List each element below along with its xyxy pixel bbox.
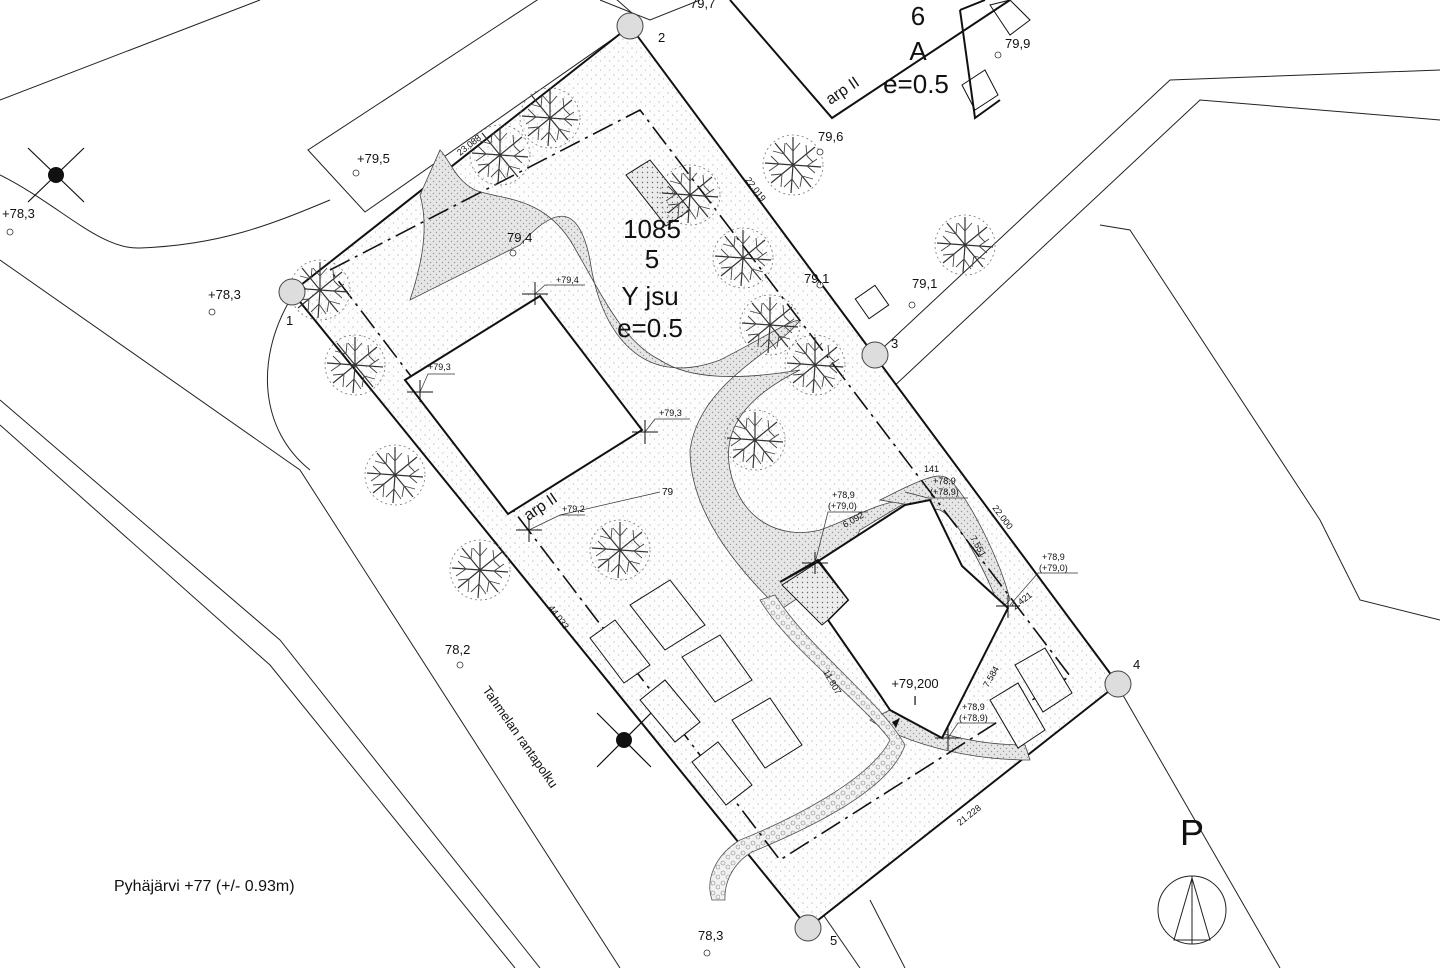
elev-label: 79,9: [1005, 36, 1030, 51]
elev-label: 79,4: [507, 230, 532, 245]
elev-label: (+78,9): [959, 713, 988, 723]
garden-beds: [589, 579, 1073, 806]
neighbor-building: [729, 0, 1031, 320]
elevation-points: [6, 51, 1002, 957]
elev-label: +79,4: [556, 275, 579, 285]
elev-label: +78,3: [208, 287, 241, 302]
plot-efficiency: e=0.5: [617, 313, 683, 343]
elev-label: +79,2: [562, 504, 585, 514]
elev-label: (+79,0): [1039, 563, 1068, 573]
plot-labels: 1085 5 Y jsu e=0.5 arp II: [521, 214, 683, 524]
corner-label-1: 1: [286, 313, 293, 328]
neighbor-building-label: arp II: [823, 74, 863, 108]
elevation-labels: +79,5 +78,3 +78,3 79,4 +79,4 +79,3 +79,3…: [2, 0, 1068, 943]
elev-label: +78,9: [1042, 552, 1065, 562]
corner-label-5: 5: [830, 933, 837, 948]
floor-level-sub: I: [913, 693, 917, 708]
cross-marker-2: [596, 712, 652, 768]
corner-point-labels: 1 2 3 4 5: [286, 30, 1140, 948]
elev-label: 78,2: [445, 642, 470, 657]
elev-label: 79,1: [804, 271, 829, 286]
elev-label: +79,5: [357, 151, 390, 166]
building-area-line: [328, 108, 1072, 862]
corner-label-3: 3: [891, 336, 898, 351]
elev-label: +78,9: [962, 702, 985, 712]
plot-block: 5: [645, 244, 659, 274]
corner-label-2: 2: [658, 30, 665, 45]
road-name-label: Tahmelan rantapolku: [480, 683, 562, 790]
elev-label: 78,3: [698, 928, 723, 943]
elev-label: +78,9: [933, 476, 956, 486]
elev-label: +79,3: [428, 362, 451, 372]
corner-label-4: 4: [1133, 657, 1140, 672]
elev-label: +78,3: [2, 206, 35, 221]
dimension-label: 141: [924, 464, 939, 474]
floor-level-label: +79,200: [891, 676, 938, 691]
neighbor-zone: A: [909, 36, 927, 66]
neighbor-efficiency: e=0.5: [883, 69, 949, 99]
elev-label: 79,1: [912, 276, 937, 291]
elev-label: 79: [662, 487, 674, 498]
parking-label: P: [1180, 812, 1204, 853]
lake-level-note: Pyhäjärvi +77 (+/- 0.93m): [114, 878, 295, 895]
plot-zone: Y jsu: [621, 281, 678, 311]
elev-label: (+79,0): [828, 501, 857, 511]
main-building: [403, 294, 644, 516]
elev-label: +79,3: [659, 408, 682, 418]
neighbor-number: 6: [911, 1, 925, 31]
north-arrow: [1157, 875, 1227, 945]
neighbor-labels: 6 A e=0.5 arp II: [823, 1, 949, 108]
survey-markers: [27, 147, 1020, 768]
cross-marker-1: [27, 147, 85, 203]
corner-monuments: [278, 12, 1132, 942]
leader-lines: [419, 284, 1078, 739]
elev-label: +78,9: [832, 490, 855, 500]
elev-label: (+78,9): [930, 487, 959, 497]
elev-label: 79,6: [818, 129, 843, 144]
plot-number: 1085: [623, 214, 681, 244]
entrance-marker: [892, 718, 900, 728]
elev-label: 79,7: [690, 0, 715, 11]
stone-path: [709, 594, 906, 901]
